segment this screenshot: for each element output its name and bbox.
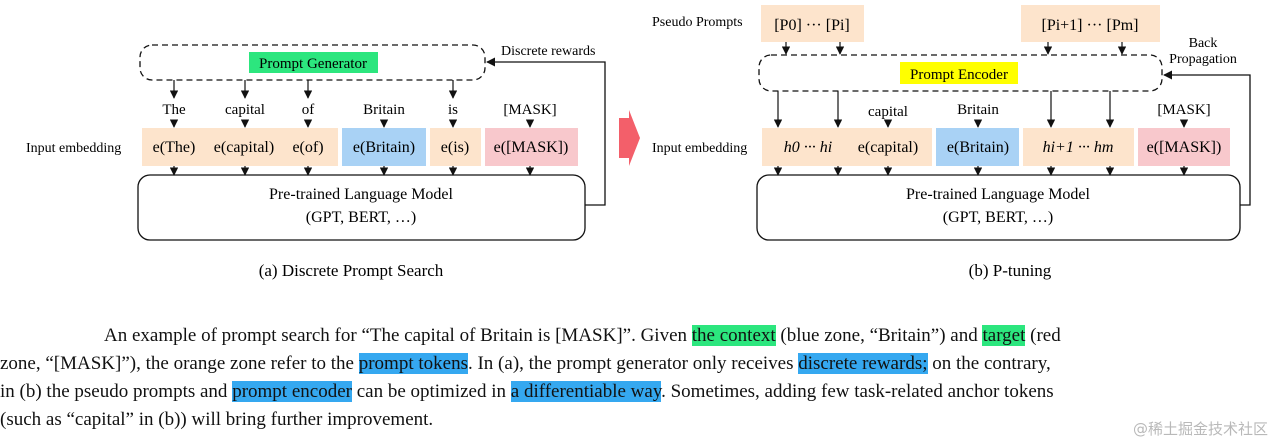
- caption-line-2: zone, “[MASK]”), the orange zone refer t…: [0, 350, 1269, 378]
- figure-caption: An example of prompt search for “The cap…: [0, 322, 1269, 434]
- highlight-prompt-tokens: prompt tokens: [358, 353, 468, 374]
- discrete-rewards-label: Discrete rewards: [501, 44, 595, 59]
- emb-of: e(of): [292, 139, 323, 156]
- pseudo-prompts-label: Pseudo Prompts: [652, 15, 743, 30]
- language-model-box-a: [137, 174, 586, 241]
- caption-text: on the contrary,: [927, 353, 1051, 374]
- emb-capital-b: e(capital): [858, 139, 918, 156]
- caption-text: (blue zone, “Britain”) and: [775, 325, 983, 346]
- caption-text: (red: [1025, 325, 1061, 346]
- prompt-encoder-label: Prompt Encoder: [910, 67, 1008, 83]
- caption-text: zone, “[MASK]”), the orange zone refer t…: [0, 353, 359, 374]
- caption-text: in (b) the pseudo prompts and: [0, 381, 233, 402]
- caption-text: An example of prompt search for “The cap…: [104, 325, 692, 346]
- prompt-generator-highlight: [249, 52, 378, 73]
- word-britain: Britain: [363, 102, 405, 118]
- prompt-encoder-highlight: [900, 62, 1018, 84]
- pseudo-prompt-group-right: [1021, 5, 1160, 42]
- highlight-differentiable: a differentiable way: [510, 381, 662, 402]
- transition-arrow-icon: [619, 110, 640, 166]
- highlight-prompt-encoder: prompt encoder: [232, 381, 352, 402]
- model-title-a: Pre-trained Language Model: [269, 186, 453, 203]
- model-subtitle-a: (GPT, BERT, …): [306, 209, 416, 226]
- prompt-encoder-box: [758, 54, 1163, 92]
- input-embedding-label-a: Input embedding: [26, 141, 121, 156]
- highlight-context: the context: [691, 325, 776, 346]
- prompt-generator-label: Prompt Generator: [259, 56, 367, 72]
- backprop-label-2: Propagation: [1169, 52, 1237, 67]
- caption-text: . Sometimes, adding few task-related anc…: [661, 381, 1054, 402]
- emb-britain: e(Britain): [353, 139, 415, 156]
- blue-zone-a: [342, 128, 426, 166]
- pseudo-prompt-right-text: [Pi+1] ··· [Pm]: [1041, 17, 1138, 34]
- caption-text: can be optimized in: [351, 381, 511, 402]
- word-britain-b: Britain: [957, 102, 999, 118]
- word-capital: capital: [225, 102, 265, 118]
- orange-zone-a: [142, 128, 338, 166]
- word-mask: [MASK]: [503, 102, 556, 118]
- highlight-target: target: [982, 325, 1026, 346]
- emb-h-right: hi+1 ··· hm: [1043, 139, 1114, 156]
- model-title-b: Pre-trained Language Model: [906, 186, 1090, 203]
- panel-a: Prompt Generator Discrete rewards The ca…: [26, 44, 606, 280]
- emb-mask-b: e([MASK]): [1147, 139, 1222, 156]
- caption-a: (a) Discrete Prompt Search: [259, 261, 444, 280]
- word-the: The: [162, 102, 186, 118]
- emb-britain-b: e(Britain): [947, 139, 1009, 156]
- word-of: of: [302, 102, 315, 118]
- prompt-generator-box: [139, 44, 486, 81]
- red-zone-a: [485, 128, 578, 166]
- caption-line-3: in (b) the pseudo prompts and prompt enc…: [0, 378, 1269, 406]
- caption-line-1: An example of prompt search for “The cap…: [104, 322, 1269, 350]
- caption-b: (b) P-tuning: [969, 261, 1052, 280]
- emb-mask: e([MASK]): [494, 139, 569, 156]
- orange-zone-b-left: [762, 128, 932, 166]
- panel-b: Pseudo Prompts [P0] ··· [Pi] [Pi+1] ··· …: [652, 5, 1251, 280]
- word-is: is: [448, 102, 458, 118]
- figure: Prompt Generator Discrete rewards The ca…: [26, 5, 1251, 280]
- caption-text: (such as “capital” in (b)) will bring fu…: [0, 409, 434, 430]
- red-zone-b: [1138, 128, 1230, 166]
- caption-line-4: (such as “capital” in (b)) will bring fu…: [0, 406, 1269, 434]
- emb-is: e(is): [441, 139, 469, 156]
- highlight-discrete-rewards: discrete rewards;: [798, 353, 928, 374]
- word-capital-b: capital: [868, 104, 908, 120]
- blue-zone-b: [936, 128, 1019, 166]
- orange-zone-b-right: [1023, 128, 1134, 166]
- emb-capital: e(capital): [214, 139, 274, 156]
- caption-text: . In (a), the prompt generator only rece…: [467, 353, 799, 374]
- backprop-label-1: Back: [1189, 36, 1218, 51]
- word-mask-b: [MASK]: [1157, 102, 1210, 118]
- watermark: @稀土掘金技术社区: [1132, 420, 1268, 438]
- emb-the: e(The): [153, 139, 196, 156]
- pseudo-prompt-left-text: [P0] ··· [Pi]: [774, 17, 850, 34]
- pseudo-prompt-group-left: [761, 5, 864, 42]
- model-subtitle-b: (GPT, BERT, …): [943, 209, 1053, 226]
- language-model-box-b: [756, 174, 1241, 241]
- input-embedding-label-b: Input embedding: [652, 141, 747, 156]
- emb-h-left: h0 ··· hi: [784, 139, 832, 156]
- orange-zone-a-is: [430, 128, 481, 166]
